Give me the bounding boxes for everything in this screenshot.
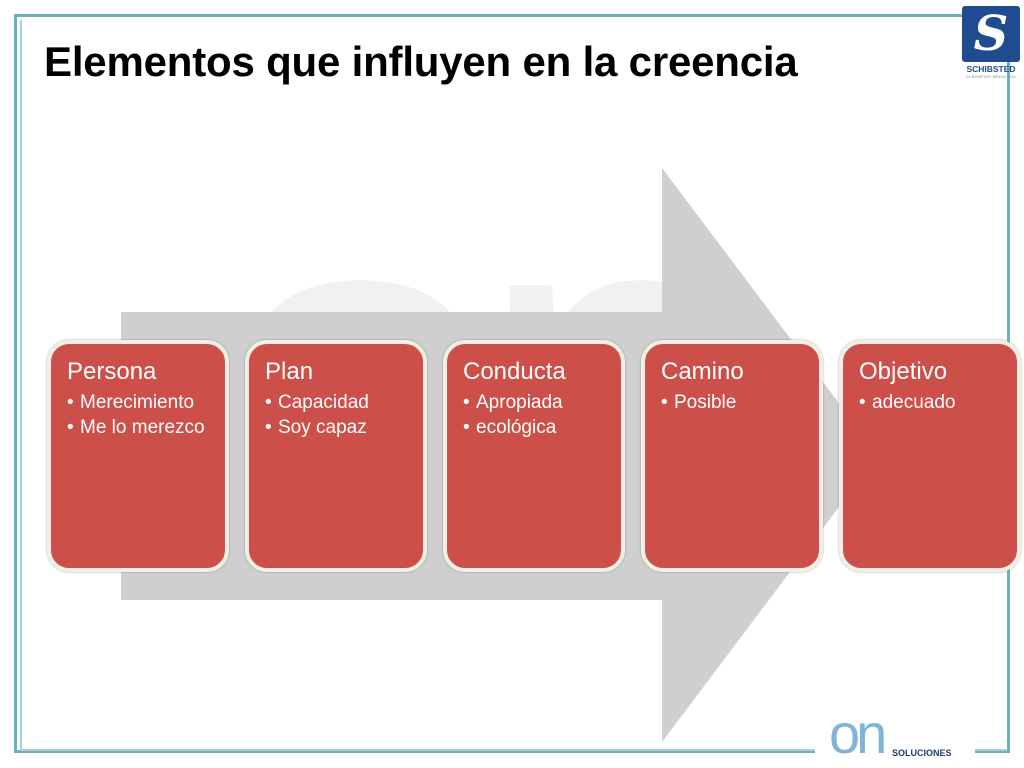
step-title: Conducta bbox=[463, 358, 566, 385]
slide-frame-inner bbox=[20, 20, 1006, 751]
footer-logo-word: SOLUCIONES bbox=[892, 748, 952, 758]
step-bullets: Merecimiento Me lo merezco bbox=[67, 392, 213, 439]
schibsted-logo-name: SCHIBSTED bbox=[966, 64, 1016, 74]
step-bullets: Apropiada ecológica bbox=[463, 392, 609, 439]
step-title: Plan bbox=[265, 358, 314, 385]
step-bullets: adecuado bbox=[859, 392, 1005, 414]
step-bullets: Capacidad Soy capaz bbox=[265, 392, 411, 439]
step-card-camino: Camino Posible bbox=[641, 340, 823, 572]
step-bullet: Apropiada bbox=[463, 392, 609, 414]
step-bullet: Capacidad bbox=[265, 392, 411, 414]
step-title: Objetivo bbox=[859, 358, 948, 385]
step-bullet: Soy capaz bbox=[265, 417, 411, 439]
schibsted-logo-letter: S bbox=[973, 6, 1009, 62]
on-soluciones-logo: on SOLUCIONES bbox=[815, 704, 975, 764]
schibsted-logo-subtitle: CLASSIFIED MEDIA SOL bbox=[965, 74, 1016, 79]
step-bullets: Posible bbox=[661, 392, 807, 414]
page-title: Elementos que influyen en la creencia bbox=[44, 38, 798, 85]
step-bullet: Merecimiento bbox=[67, 392, 213, 414]
step-bullet: Me lo merezco bbox=[67, 417, 213, 439]
step-title: Camino bbox=[661, 358, 744, 385]
schibsted-logo-box bbox=[962, 6, 1020, 62]
step-card-persona: Persona Merecimiento Me lo merezco bbox=[47, 340, 229, 572]
schibsted-logo: S SCHIBSTED CLASSIFIED MEDIA SOL bbox=[962, 6, 1020, 79]
step-card-objetivo: Objetivo adecuado bbox=[839, 340, 1021, 572]
step-card-plan: Plan Capacidad Soy capaz bbox=[245, 340, 427, 572]
footer-logo-mark: on bbox=[829, 702, 887, 765]
step-bullet: Posible bbox=[661, 392, 807, 414]
step-bullet: ecológica bbox=[463, 417, 609, 439]
step-title: Persona bbox=[67, 358, 157, 385]
step-bullet: adecuado bbox=[859, 392, 1005, 414]
step-card-conducta: Conducta Apropiada ecológica bbox=[443, 340, 625, 572]
process-steps: Persona Merecimiento Me lo merezco Plan … bbox=[47, 340, 1024, 572]
